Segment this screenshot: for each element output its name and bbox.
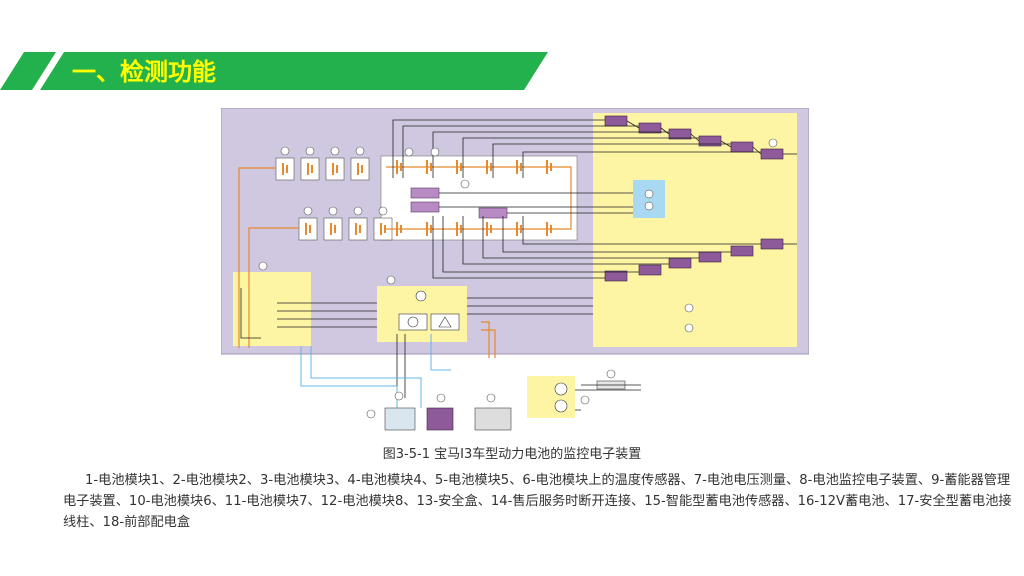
battery-monitoring-diagram [220, 107, 810, 438]
wiring-schematic [220, 107, 810, 431]
figure-legend: 1-电池模块1、2-电池模块2、3-电池模块3、4-电池模块4、5-电池模块5、… [63, 473, 1012, 530]
banner-shape [0, 52, 548, 90]
figure-caption: 图3-5-1 宝马I3车型动力电池的监控电子装置 [382, 447, 642, 462]
slide-title: 一、检测功能 [72, 58, 216, 86]
title-banner [0, 52, 560, 90]
